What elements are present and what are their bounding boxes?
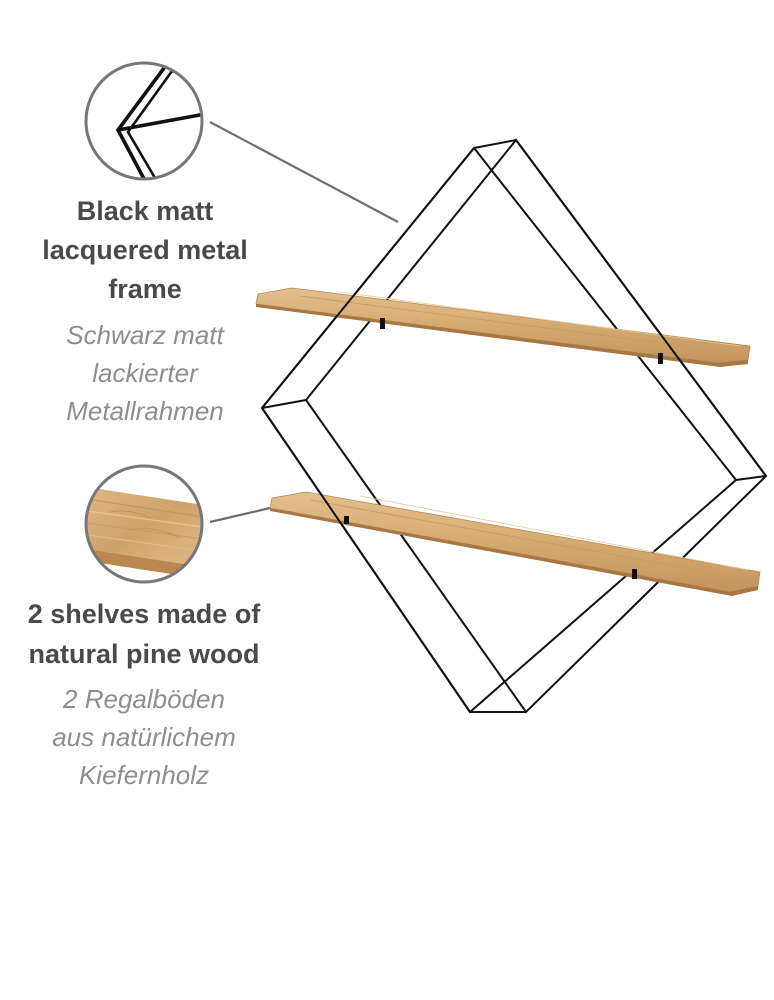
frame-subtitle-line: lackierter <box>92 358 198 388</box>
frame-title: Black matt lacquered metal frame <box>0 192 290 309</box>
metal-frame <box>260 138 768 714</box>
shelves-feature-label: 2 shelves made of natural pine wood 2 Re… <box>0 594 290 794</box>
frame-depth-left <box>261 399 307 409</box>
frame-depth-right <box>735 475 767 481</box>
wood-grain-detail-icon <box>84 464 204 584</box>
upper-shelf <box>255 287 751 367</box>
shelves-subtitle-line: Kiefernholz <box>78 760 210 790</box>
frame-title-line: frame <box>108 274 182 304</box>
frame-feature-label: Black matt lacquered metal frame Schwarz… <box>0 192 290 430</box>
frame-corner-detail-icon <box>84 61 204 181</box>
shelves-title: 2 shelves made of natural pine wood <box>0 594 290 674</box>
frame-depth-top <box>473 139 517 149</box>
lower-shelf-board <box>269 491 761 593</box>
shelves-subtitle: 2 Regalböden aus natürlichem Kiefernholz <box>0 680 290 794</box>
shelves-callout-line <box>209 506 271 524</box>
shelves-subtitle-line: 2 Regalböden <box>63 684 225 714</box>
frame-callout-line <box>209 121 399 223</box>
shelves-title-line: 2 shelves made of <box>27 599 261 629</box>
shelves-subtitle-line: aus natürlichem <box>52 722 236 752</box>
frame-subtitle: Schwarz matt lackierter Metallrahmen <box>0 316 290 430</box>
frame-title-line: Black matt <box>76 196 214 226</box>
shelves-title-line: natural pine wood <box>28 639 260 669</box>
lower-shelf <box>269 491 761 596</box>
callout-lines <box>209 121 399 524</box>
frame-subtitle-line: Metallrahmen <box>66 396 224 426</box>
frame-front-outline <box>260 146 738 714</box>
frame-title-line: lacquered metal <box>42 235 248 265</box>
frame-subtitle-line: Schwarz matt <box>66 320 224 350</box>
